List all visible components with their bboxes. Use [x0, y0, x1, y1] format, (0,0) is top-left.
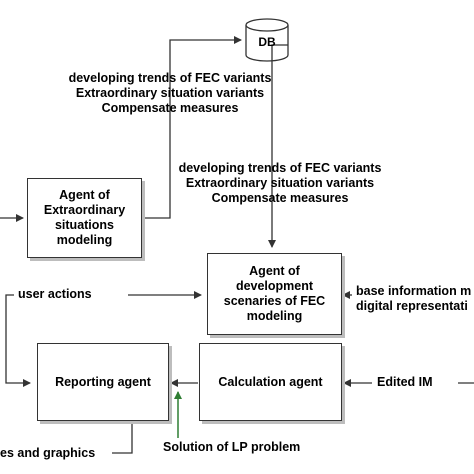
reporting-agent-label: Reporting agent — [55, 374, 151, 389]
development-agent-line-4: modeling — [246, 309, 303, 323]
db-cylinder — [245, 18, 289, 62]
annotation-middle-line-2: Extraordinary situation variants — [185, 176, 375, 190]
extraordinary-agent-line-4: modeling — [56, 233, 113, 247]
annotation-middle-block: developing trends of FEC variants Extrao… — [165, 161, 395, 206]
development-scenarios-agent[interactable]: Agent of development scenaries of FEC mo… — [207, 253, 342, 335]
arrow-user-actions-to-reporting — [5, 294, 31, 387]
reporting-agent[interactable]: Reporting agent — [37, 343, 169, 421]
annotation-middle-line-1: developing trends of FEC variants — [178, 161, 382, 175]
extraordinary-agent-line-3: situations — [54, 218, 115, 232]
arrow-extraordinary-to-db — [143, 36, 242, 219]
annotation-top-line-3: Compensate measures — [101, 101, 239, 115]
base-information-line-2: digital representati — [356, 299, 468, 313]
development-agent-line-1: Agent of — [249, 264, 300, 278]
development-agent-line-3: scenaries of FEC — [223, 294, 326, 308]
edited-im-label: Edited IM — [377, 375, 433, 389]
extraordinary-agent-line-1: Agent of — [59, 188, 110, 202]
db-label: DB — [258, 35, 276, 49]
extraordinary-agent-line-2: Extraordinary — [43, 203, 126, 217]
base-information-block: base information m digital representati — [356, 284, 471, 314]
arrow-reporting-to-output — [112, 421, 133, 454]
annotation-middle-line-3: Compensate measures — [211, 191, 349, 205]
lp-solution-label: Solution of LP problem — [163, 440, 301, 454]
extraordinary-situations-agent[interactable]: Agent of Extraordinary situations modeli… — [27, 178, 142, 258]
calculation-agent[interactable]: Calculation agent — [199, 343, 342, 421]
annotation-top-block: developing trends of FEC variants Extrao… — [55, 71, 285, 116]
annotation-top-line-1: developing trends of FEC variants — [68, 71, 272, 85]
development-agent-line-2: development — [235, 279, 314, 293]
tables-graphics-label: es and graphics — [0, 446, 96, 460]
base-information-line-1: base information m — [356, 284, 472, 298]
arrow-db-to-development — [268, 44, 288, 248]
annotation-top-line-2: Extraordinary situation variants — [75, 86, 265, 100]
user-actions-label: user actions — [18, 287, 92, 301]
calculation-agent-label: Calculation agent — [218, 374, 323, 389]
